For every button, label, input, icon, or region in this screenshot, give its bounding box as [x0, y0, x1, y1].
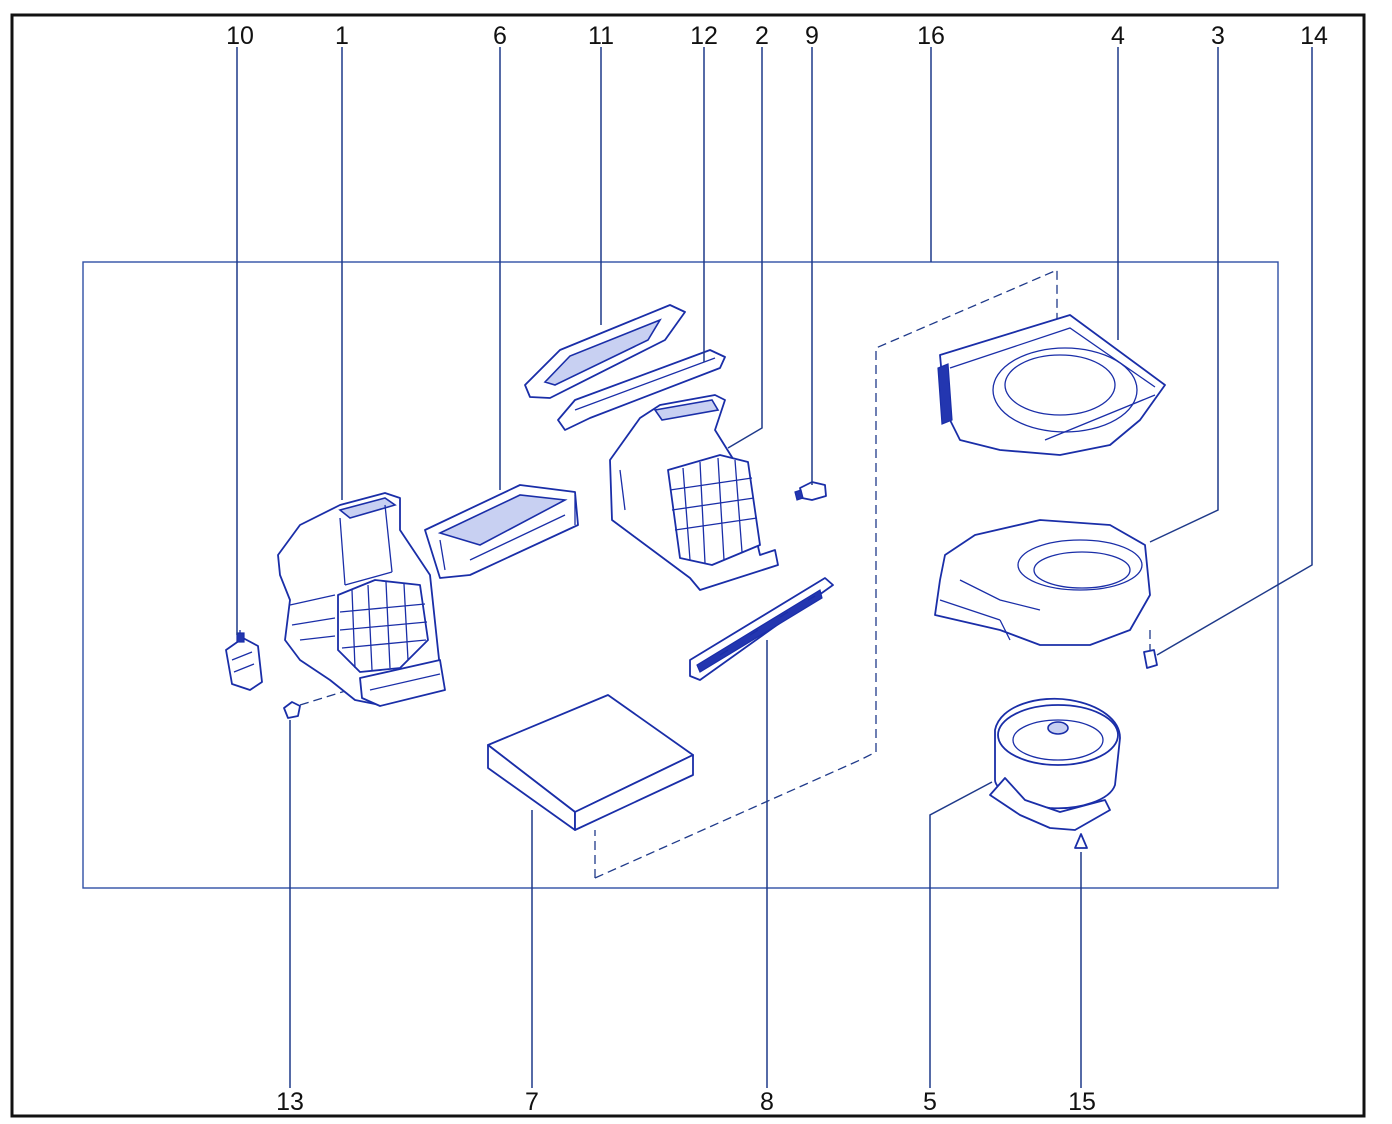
part-13-clip — [283, 701, 301, 719]
outer-frame — [10, 13, 1366, 1118]
callout-3: 3 — [1211, 22, 1225, 50]
part-5-blower-motor — [989, 697, 1121, 831]
callout-12: 12 — [690, 22, 718, 50]
part-2-housing-section — [609, 394, 779, 591]
part-7-filter — [487, 694, 694, 831]
callout-4: 4 — [1111, 22, 1125, 50]
callout-8: 8 — [760, 1088, 774, 1116]
callout-5: 5 — [923, 1088, 937, 1116]
part-12-seal-strip — [557, 349, 726, 431]
part-9-sensor — [794, 481, 827, 501]
callout-6: 6 — [493, 22, 507, 50]
part-15-screw — [1074, 833, 1088, 849]
callout-10: 10 — [226, 22, 254, 50]
callout-9: 9 — [805, 22, 819, 50]
part-8-grille — [689, 577, 834, 681]
part-11-gasket — [524, 304, 686, 399]
callout-13: 13 — [276, 1088, 304, 1116]
part-1-housing — [277, 492, 446, 707]
callout-16: 16 — [917, 22, 945, 50]
callout-7: 7 — [525, 1088, 539, 1116]
leader-lines — [236, 47, 1313, 1088]
part-10-actuator — [225, 630, 263, 691]
assembly-dashline-filter — [594, 269, 1058, 879]
part-3-blower-scroll — [934, 519, 1151, 646]
callout-14: 14 — [1300, 22, 1328, 50]
assembly-group-box — [82, 261, 1279, 889]
callout-11: 11 — [588, 22, 614, 50]
callout-15: 15 — [1068, 1088, 1096, 1116]
callout-1: 1 — [335, 22, 349, 50]
part-4-blower-cover — [937, 314, 1166, 456]
callout-2: 2 — [755, 22, 769, 50]
part-6-duct — [424, 484, 579, 579]
part-14-clip — [1143, 649, 1158, 669]
